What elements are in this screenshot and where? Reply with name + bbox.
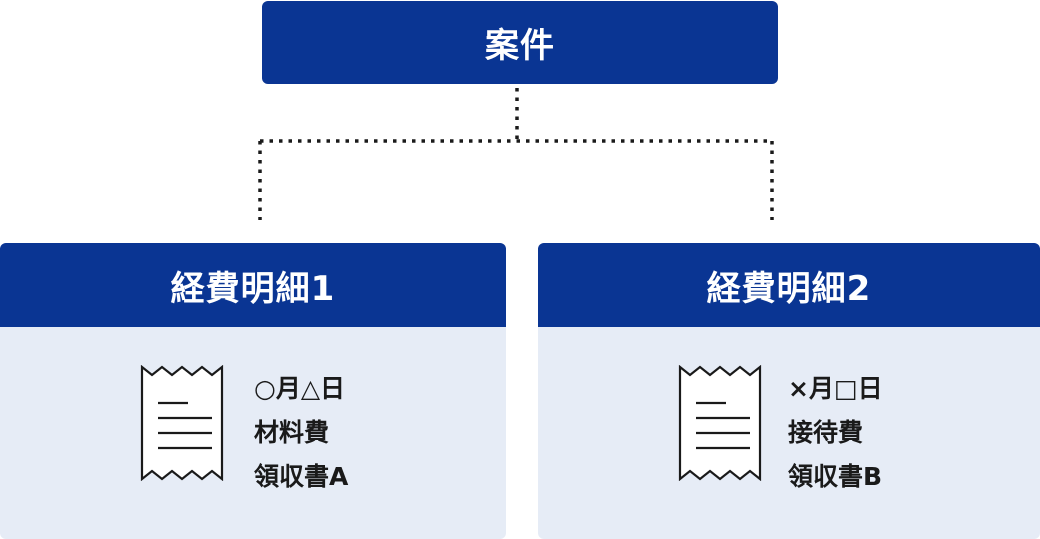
expense-date: ○月△日 [254,374,346,403]
expense-detail-lines-1: ○月△日 材料費 領収書A [254,367,348,499]
receipt-icon [140,365,224,481]
expense-detail-title-text-2: 経費明細2 [706,268,872,309]
expense-detail-title-text-1: 経費明細1 [170,268,336,309]
expense-date: ×月□日 [788,374,883,403]
expense-receipt: 領収書A [254,462,349,491]
expense-detail-body-2: ×月□日 接待費 領収書B [538,327,1040,539]
expense-receipt: 領収書B [788,462,883,491]
root-case-node: 案件 [262,1,778,84]
expense-category: 接待費 [788,418,864,447]
expense-detail-card-1: 経費明細1 ○月△日 材料費 領収書A [0,243,506,539]
expense-detail-body-1: ○月△日 材料費 領収書A [0,327,506,539]
expense-category: 材料費 [254,418,330,447]
receipt-icon [678,365,762,481]
expense-detail-title-1: 経費明細1 [0,243,506,327]
expense-detail-card-2: 経費明細2 ×月□日 接待費 領収書B [538,243,1040,539]
root-case-label: 案件 [485,26,555,66]
expense-detail-title-2: 経費明細2 [538,243,1040,327]
expense-detail-lines-2: ×月□日 接待費 領収書B [788,367,883,499]
